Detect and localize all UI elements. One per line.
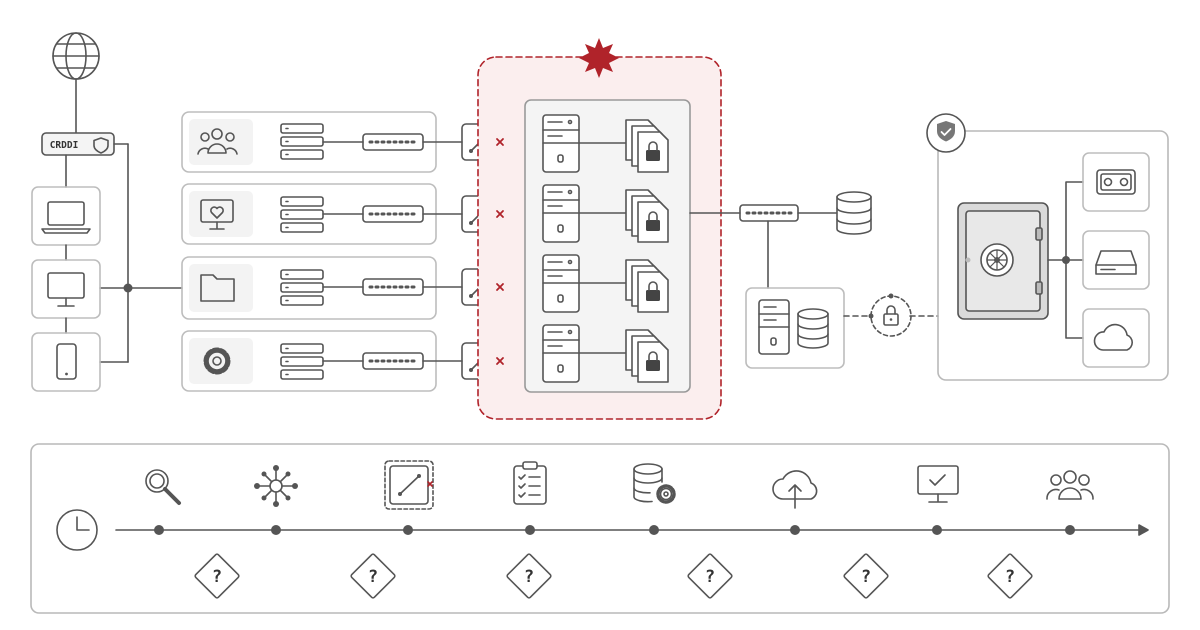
question-diamond: ? <box>506 553 552 599</box>
smartphone-icon <box>56 343 77 380</box>
isolate-switch-icon <box>384 460 434 510</box>
server-tower-icon <box>758 299 790 355</box>
question-diamond: ? <box>350 553 396 599</box>
question-mark: ? <box>212 567 222 587</box>
question-diamond: ? <box>687 553 733 599</box>
lane-server-racks <box>280 123 324 380</box>
question-mark: ? <box>861 567 871 587</box>
database-icon <box>797 308 829 349</box>
monitor-check-icon <box>917 465 959 503</box>
locked-files <box>625 119 669 383</box>
folder-icon <box>200 274 235 302</box>
server-rack-icon <box>280 196 324 233</box>
encrypted-servers <box>542 114 580 383</box>
core-switch-icon <box>739 204 799 222</box>
checklist-icon <box>513 461 547 505</box>
air-gap-lock <box>868 293 912 337</box>
question-mark: ? <box>524 567 534 587</box>
network-hub-icon <box>254 465 298 507</box>
question-diamond: ? <box>194 553 240 599</box>
cut-x-icon <box>496 138 504 146</box>
users-icon <box>1046 470 1094 500</box>
timeline-step-dot <box>1065 525 1075 535</box>
question-mark: ? <box>705 567 715 587</box>
backup-server-box <box>745 287 845 369</box>
backup-vault-panel <box>926 113 1169 381</box>
server-rack-icon <box>280 269 324 306</box>
device-laptop <box>31 186 101 246</box>
cut-x-icon <box>496 357 504 365</box>
timeline-panel <box>30 443 1170 614</box>
server-tower-icon <box>542 184 580 243</box>
shield-check-icon <box>937 121 955 142</box>
cloud-icon <box>1093 323 1133 351</box>
timeline-step-dot <box>403 525 413 535</box>
hard-drive-icon <box>1095 250 1137 275</box>
laptop-icon <box>41 201 91 234</box>
cut-x-icon <box>496 210 504 218</box>
question-mark: ? <box>368 567 378 587</box>
network-switch-icon <box>362 352 424 370</box>
router-label: CRDDI <box>50 140 79 151</box>
locked-file-icon <box>625 119 669 173</box>
junction-dot <box>1062 256 1070 264</box>
server-rack-icon <box>280 123 324 160</box>
gear-icon <box>203 347 231 375</box>
database-gear-icon <box>633 463 676 504</box>
server-tower-icon <box>542 114 580 173</box>
lane-health <box>181 183 437 245</box>
question-diamond: ? <box>987 553 1033 599</box>
heart-monitor-icon <box>200 199 234 230</box>
server-cluster <box>524 99 691 393</box>
locked-file-icon <box>625 329 669 383</box>
timeline-step-dot <box>649 525 659 535</box>
timeline-step-icons <box>145 460 1094 510</box>
network-switch-icon <box>362 278 424 296</box>
timeline-step-dot <box>790 525 800 535</box>
timeline-dots <box>154 525 1075 535</box>
device-desktop <box>31 259 101 319</box>
locked-file-icon <box>625 189 669 243</box>
timeline-arrow <box>1138 524 1149 536</box>
cloud-upload-icon <box>772 470 818 509</box>
globe-icon <box>52 32 100 80</box>
users-icon <box>197 128 238 155</box>
question-diamond: ? <box>843 553 889 599</box>
timeline-step-dot <box>154 525 164 535</box>
lane-switches <box>362 133 424 370</box>
padlock-icon <box>883 305 899 326</box>
unknown-diamonds: ? ? ? ? ? ? <box>194 553 1033 599</box>
device-phone <box>31 332 101 392</box>
network-switch-icon <box>362 205 424 223</box>
junction-dot <box>123 283 133 293</box>
locked-file-icon <box>625 259 669 313</box>
vault-safe-icon <box>957 202 1049 320</box>
question-mark: ? <box>1005 567 1015 587</box>
firewall-router: CRDDI <box>41 132 115 156</box>
timeline-step-dot <box>525 525 535 535</box>
timeline-step-dot <box>932 525 942 535</box>
monitor-icon <box>47 272 85 307</box>
burst-icon <box>579 38 619 78</box>
network-switch-icon <box>362 133 424 151</box>
shield-icon <box>93 137 109 154</box>
server-tower-icon <box>542 324 580 383</box>
server-tower-icon <box>542 254 580 313</box>
server-rack-icon <box>280 343 324 380</box>
cut-marks <box>496 138 504 365</box>
lane-settings <box>181 330 437 392</box>
lane-files <box>181 256 437 320</box>
clock-icon <box>56 509 98 551</box>
timeline-step-dot <box>271 525 281 535</box>
database-icon <box>836 191 872 235</box>
magnifier-icon <box>145 469 181 505</box>
cut-x-icon <box>496 283 504 291</box>
lane-users <box>181 111 437 173</box>
tape-icon <box>1096 169 1136 195</box>
